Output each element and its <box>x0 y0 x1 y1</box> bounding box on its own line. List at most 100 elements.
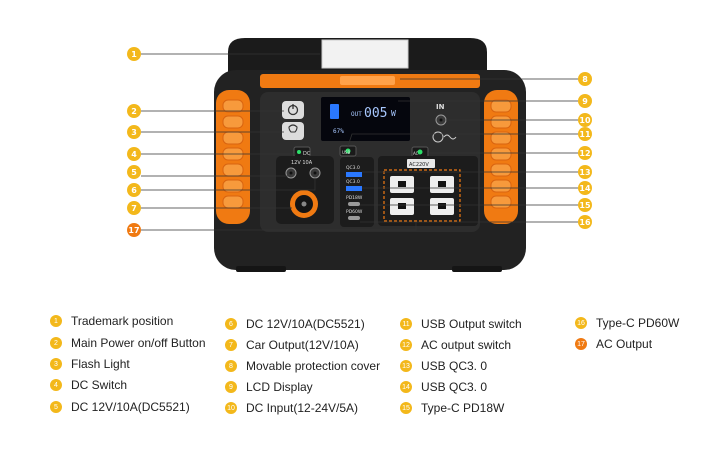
legend-dot-11: 11 <box>400 318 412 330</box>
legend-text-13: USB QC3. 0 <box>421 359 487 373</box>
power-station-diagram: DC 12V 10A OUT 005 W 67% IN USB QC3.0 QC… <box>0 0 721 300</box>
legend-dot-5: 5 <box>50 401 62 413</box>
legend-text-14: USB QC3. 0 <box>421 380 487 394</box>
legend-text-5: DC 12V/10A(DC5521) <box>71 400 190 414</box>
legend-item-12: 12 AC output switch <box>400 338 511 352</box>
legend-item-3: 3 Flash Light <box>50 357 130 371</box>
lcd-mode: OUT <box>351 111 362 118</box>
lcd-value: 005 <box>364 106 387 121</box>
legend-dot-10: 10 <box>225 402 237 414</box>
callout-label-17: 17 <box>128 226 139 235</box>
callout-label-11: 11 <box>579 130 591 139</box>
callout-label-16: 16 <box>579 218 591 227</box>
right-grille-4 <box>491 148 511 160</box>
legend-dot-15: 15 <box>400 402 412 414</box>
callout-label-3: 3 <box>131 128 137 137</box>
legend-item-11: 11 USB Output switch <box>400 317 522 331</box>
legend-text-4: DC Switch <box>71 378 127 392</box>
car-output-socket-pin <box>302 202 307 207</box>
lcd-unit: W <box>391 109 396 118</box>
legend-dot-16: 16 <box>575 317 587 329</box>
legend-dot-8: 8 <box>225 360 237 372</box>
callout-label-4: 4 <box>131 150 137 159</box>
lcd-battery: 67% <box>333 128 344 135</box>
ac-rating-label: AC220V <box>409 162 429 168</box>
legend-item-1: 1 Trademark position <box>50 314 173 328</box>
callout-label-15: 15 <box>579 201 591 210</box>
callout-label-1: 1 <box>131 50 137 59</box>
left-grille-3 <box>223 132 243 144</box>
battery-icon <box>330 104 339 119</box>
callout-label-13: 13 <box>579 168 590 177</box>
callout-label-9: 9 <box>582 97 588 106</box>
legend-text-2: Main Power on/off Button <box>71 336 206 350</box>
left-grille-1 <box>223 100 243 112</box>
legend-text-3: Flash Light <box>71 357 130 371</box>
legend-item-2: 2 Main Power on/off Button <box>50 336 206 350</box>
legend-dot-1: 1 <box>50 315 62 327</box>
right-grille-1 <box>491 100 511 112</box>
usb-qc2-port[interactable] <box>346 186 362 191</box>
legend-item-8: 8 Movable protection cover <box>225 359 380 373</box>
type-c-pd60-label: PD60W <box>346 209 363 215</box>
dc-input-port-pin <box>440 119 443 122</box>
type-c-pd18-label: PD18W <box>346 195 363 201</box>
left-grille-2 <box>223 116 243 128</box>
dc-input-label: IN <box>436 103 445 111</box>
trademark-plate <box>322 40 408 68</box>
dc5521-port-right-pin <box>314 172 317 175</box>
legend-dot-7: 7 <box>225 339 237 351</box>
legend-item-10: 10 DC Input(12-24V/5A) <box>225 401 358 415</box>
ac-switch-label: AC <box>413 151 419 156</box>
legend-text-16: Type-C PD60W <box>596 316 679 330</box>
legend-dot-17: 17 <box>575 338 587 350</box>
right-grille-5 <box>491 164 511 176</box>
legend-text-1: Trademark position <box>71 314 173 328</box>
legend-text-11: USB Output switch <box>421 317 522 331</box>
type-c-pd18-port[interactable] <box>348 202 360 206</box>
legend-dot-13: 13 <box>400 360 412 372</box>
usb-switch-label: USB <box>342 150 350 155</box>
legend-dot-2: 2 <box>50 337 62 349</box>
top-strip-highlight <box>340 76 395 85</box>
callout-label-7: 7 <box>131 204 137 213</box>
legend-item-4: 4 DC Switch <box>50 378 127 392</box>
right-foot <box>452 266 502 272</box>
legend-text-9: LCD Display <box>246 380 313 394</box>
legend-item-16: 16 Type-C PD60W <box>575 316 679 330</box>
legend-text-10: DC Input(12-24V/5A) <box>246 401 358 415</box>
usb-qc1-port[interactable] <box>346 172 362 177</box>
right-grille-2 <box>491 116 511 128</box>
ac-socket-1-slot <box>398 181 406 187</box>
legend-dot-6: 6 <box>225 318 237 330</box>
dc5521-port-left-pin <box>290 172 293 175</box>
left-grille-5 <box>223 164 243 176</box>
usb-qc1-label: QC3.0 <box>346 165 360 171</box>
callout-label-10: 10 <box>579 116 591 125</box>
callout-label-14: 14 <box>579 184 591 193</box>
legend-item-14: 14 USB QC3. 0 <box>400 380 487 394</box>
left-grille-7 <box>223 196 243 208</box>
dc-rating-label: 12V 10A <box>291 160 313 166</box>
legend-text-17: AC Output <box>596 337 652 351</box>
legend: 1 Trademark position 2 Main Power on/off… <box>0 300 721 468</box>
callout-label-2: 2 <box>131 107 137 116</box>
legend-item-17: 17 AC Output <box>575 337 652 351</box>
power-button[interactable] <box>282 101 304 119</box>
callout-label-8: 8 <box>582 75 588 84</box>
right-grille-6 <box>491 180 511 192</box>
callout-label-12: 12 <box>579 149 590 158</box>
left-foot <box>236 266 286 272</box>
usb-qc2-label: QC3.0 <box>346 179 360 185</box>
dc-switch-led <box>297 150 301 154</box>
ac-socket-4-slot <box>438 203 446 209</box>
legend-text-12: AC output switch <box>421 338 511 352</box>
ac-socket-3-slot <box>398 203 406 209</box>
legend-text-8: Movable protection cover <box>246 359 380 373</box>
callout-label-6: 6 <box>131 186 137 195</box>
type-c-pd60-port[interactable] <box>348 216 360 220</box>
legend-item-5: 5 DC 12V/10A(DC5521) <box>50 400 190 414</box>
legend-item-9: 9 LCD Display <box>225 380 313 394</box>
legend-dot-4: 4 <box>50 379 62 391</box>
legend-dot-14: 14 <box>400 381 412 393</box>
